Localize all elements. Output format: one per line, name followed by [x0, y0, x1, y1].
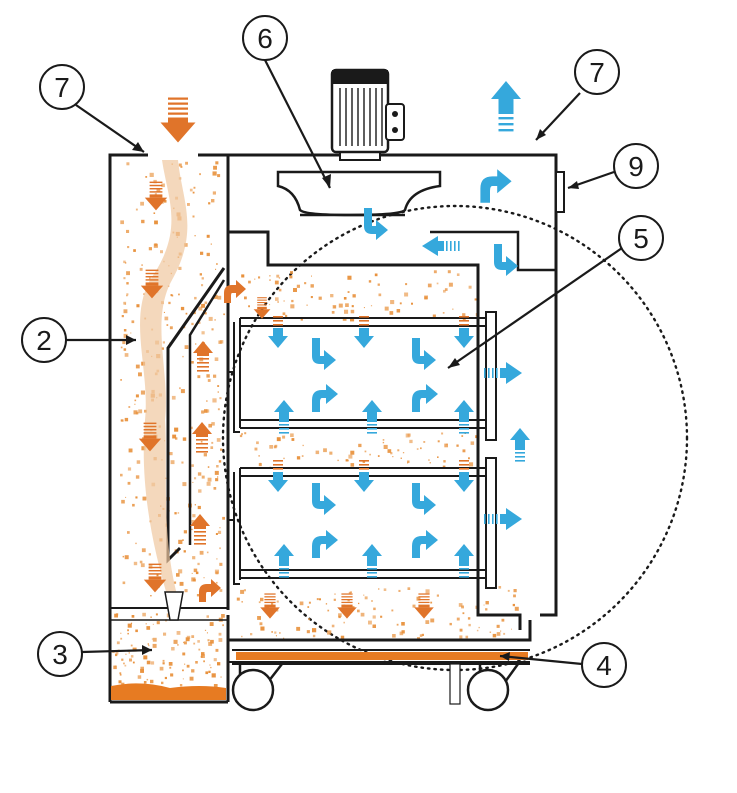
dust-pile	[111, 683, 226, 700]
airflow-circle	[221, 204, 689, 672]
leader-lines	[64, 59, 623, 666]
wheel-right	[466, 663, 520, 712]
leader-6	[264, 59, 331, 189]
callout-number: 5	[633, 223, 649, 254]
callout-4: 4	[581, 642, 627, 688]
leader-7b	[535, 92, 581, 141]
leader-7a	[75, 104, 145, 153]
leader-5	[447, 247, 623, 369]
housing	[108, 153, 558, 704]
callout-number: 7	[589, 57, 605, 88]
callout-number: 2	[36, 325, 52, 356]
wheel-icon	[466, 668, 510, 712]
callout-number: 9	[628, 151, 644, 182]
callout-number: 3	[52, 639, 68, 670]
callout-7a: 7	[39, 64, 85, 110]
funnel-stream	[140, 160, 188, 605]
leader-4	[499, 654, 583, 666]
callout-2: 2	[21, 317, 67, 363]
motor-icon	[330, 68, 405, 154]
callout-number: 4	[596, 650, 612, 681]
callout-number: 7	[54, 72, 70, 103]
callout-9: 9	[613, 143, 659, 189]
callout-number: 6	[257, 23, 273, 54]
hopper-funnel	[164, 591, 184, 621]
callout-7b: 7	[574, 49, 620, 95]
access-panel	[555, 171, 565, 213]
callout-5: 5	[618, 215, 664, 261]
leader-3	[81, 648, 153, 654]
callout-3: 3	[37, 631, 83, 677]
wheel-left	[231, 663, 283, 712]
callout-6: 6	[242, 15, 288, 61]
fan-assembly	[276, 68, 442, 217]
wheel-icon	[231, 668, 275, 712]
